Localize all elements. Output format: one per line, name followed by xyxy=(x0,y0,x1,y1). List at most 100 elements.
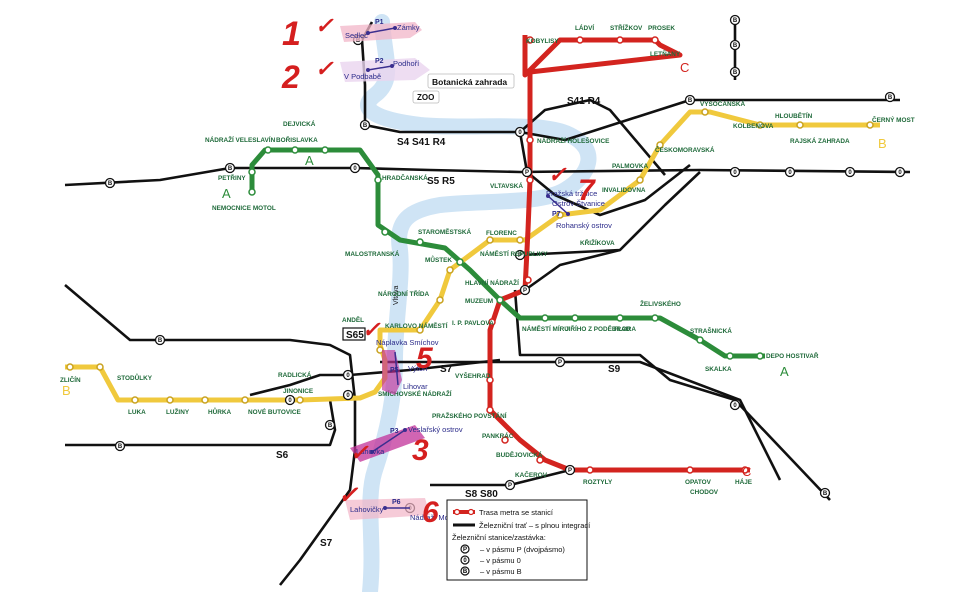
svg-text:P7: P7 xyxy=(552,211,561,218)
svg-text:STAROMĚSTSKÁ: STAROMĚSTSKÁ xyxy=(418,227,472,236)
svg-text:PALMOVKA: PALMOVKA xyxy=(612,163,648,170)
svg-text:0: 0 xyxy=(733,403,737,409)
svg-text:3: 3 xyxy=(412,434,429,467)
rail-holesovice xyxy=(518,131,691,217)
svg-text:Výtoň: Výtoň xyxy=(408,364,427,373)
svg-text:MŮSTEK: MŮSTEK xyxy=(425,254,452,264)
svg-text:A: A xyxy=(222,186,231,201)
svg-text:B: B xyxy=(688,98,693,104)
svg-text:B: B xyxy=(878,136,887,151)
svg-text:B: B xyxy=(118,444,123,450)
svg-text:NÁMĚSTÍ REPUBLIKY: NÁMĚSTÍ REPUBLIKY xyxy=(480,249,548,258)
rail-west-east xyxy=(349,358,501,377)
svg-text:KOBYLISY: KOBYLISY xyxy=(526,38,559,45)
labels-line-b: VYSOČANSKÁ KOLBENOVA HLOUBĚTÍN ČERNÝ MOS… xyxy=(60,99,915,416)
svg-text:0: 0 xyxy=(733,170,737,176)
svg-text:S9: S9 xyxy=(608,364,621,375)
svg-text:S7: S7 xyxy=(440,364,453,375)
svg-text:LUŽINY: LUŽINY xyxy=(166,407,190,416)
svg-text:DEPO HOSTIVAŘ: DEPO HOSTIVAŘ xyxy=(766,351,819,360)
svg-text:NÁDRAŽÍ VELESLAVÍN: NÁDRAŽÍ VELESLAVÍN xyxy=(205,135,276,144)
ferry-p3: P3 Lahovka Veslařský ostrov xyxy=(350,425,463,462)
svg-text:PANKRÁC: PANKRÁC xyxy=(482,431,514,440)
svg-text:KAČEROV: KAČEROV xyxy=(515,470,548,479)
svg-text:ČESKOMORAVSKÁ: ČESKOMORAVSKÁ xyxy=(655,145,715,154)
svg-text:S6: S6 xyxy=(276,450,289,461)
svg-text:SMÍCHOVSKÉ NÁDRAŽÍ: SMÍCHOVSKÉ NÁDRAŽÍ xyxy=(378,389,452,398)
svg-text:0: 0 xyxy=(518,130,522,136)
svg-text:FLORA: FLORA xyxy=(614,326,636,333)
svg-text:P: P xyxy=(518,253,522,259)
svg-text:PRAŽSKÉHO POVSTÁNÍ: PRAŽSKÉHO POVSTÁNÍ xyxy=(432,411,507,420)
svg-text:NÁDRAŽÍ HOLEŠOVICE: NÁDRAŽÍ HOLEŠOVICE xyxy=(537,136,610,145)
svg-text:0: 0 xyxy=(346,373,350,379)
svg-text:B: B xyxy=(228,166,233,172)
svg-text:Lahovičky: Lahovičky xyxy=(350,505,384,514)
svg-text:BOŘISLAVKA: BOŘISLAVKA xyxy=(276,135,318,144)
svg-text:Veslařský ostrov: Veslařský ostrov xyxy=(408,425,463,434)
svg-text:0: 0 xyxy=(353,166,357,172)
svg-text:KARLOVO NÁMĚSTÍ: KARLOVO NÁMĚSTÍ xyxy=(385,321,448,330)
svg-text:B: B xyxy=(733,18,738,24)
botanic-garden-label: Botanická zahrada xyxy=(427,73,515,89)
svg-text:RADLICKÁ: RADLICKÁ xyxy=(278,370,312,379)
svg-text:S5 R5: S5 R5 xyxy=(427,176,455,187)
svg-text:HLAVNÍ NÁDRAŽÍ: HLAVNÍ NÁDRAŽÍ xyxy=(465,278,519,287)
svg-text:HLOUBĚTÍN: HLOUBĚTÍN xyxy=(775,111,813,120)
svg-text:Lahovka: Lahovka xyxy=(356,447,385,456)
svg-text:B: B xyxy=(158,338,163,344)
svg-text:BUDĚJOVICKÁ: BUDĚJOVICKÁ xyxy=(496,450,543,459)
river-label: Vltava xyxy=(393,285,400,305)
svg-text:✓: ✓ xyxy=(315,56,334,81)
svg-text:LUKA: LUKA xyxy=(128,409,146,416)
svg-text:P: P xyxy=(558,360,562,366)
svg-text:STRAŠNICKÁ: STRAŠNICKÁ xyxy=(690,326,732,335)
svg-text:Náplavka Smíchov: Náplavka Smíchov xyxy=(376,338,439,347)
rail-s7-mid xyxy=(380,360,782,481)
svg-text:P: P xyxy=(525,170,529,176)
svg-text:P1: P1 xyxy=(375,19,384,26)
svg-text:S7: S7 xyxy=(320,538,333,549)
svg-text:B: B xyxy=(888,95,893,101)
svg-text:HÁJE: HÁJE xyxy=(735,477,753,486)
line-letters: A A A B B C C xyxy=(62,60,887,479)
ferry-p6: P6 Lahovičky Nádraží Modřany xyxy=(345,498,468,522)
svg-text:✓: ✓ xyxy=(548,162,567,187)
svg-text:KOLBENOVA: KOLBENOVA xyxy=(733,123,774,130)
svg-text:1: 1 xyxy=(282,15,301,53)
svg-text:STŘÍŽKOV: STŘÍŽKOV xyxy=(610,23,643,32)
rail-s8 xyxy=(430,468,571,487)
svg-text:PROSEK: PROSEK xyxy=(648,25,675,32)
ferry-p7: P7 Pražská tržnice Ostrov Štvanice Rohan… xyxy=(546,189,612,230)
svg-text:SKALKA: SKALKA xyxy=(705,366,732,373)
svg-text:ANDĚL: ANDĚL xyxy=(342,315,364,324)
svg-text:DEJVICKÁ: DEJVICKÁ xyxy=(283,119,316,128)
svg-text:ŽELIVSKÉHO: ŽELIVSKÉHO xyxy=(640,299,681,308)
svg-text:B: B xyxy=(823,491,828,497)
ferry-p2: P2 V Podbabě Podhoří xyxy=(340,58,430,82)
svg-text:Podhoří: Podhoří xyxy=(393,59,420,68)
metro-stations-a xyxy=(248,146,764,360)
svg-text:Rohanský ostrov: Rohanský ostrov xyxy=(556,221,612,230)
svg-text:NÁRODNÍ TŘÍDA: NÁRODNÍ TŘÍDA xyxy=(378,289,430,298)
svg-text:NOVÉ BUTOVICE: NOVÉ BUTOVICE xyxy=(248,407,302,416)
rail-s6 xyxy=(65,399,337,447)
svg-text:0: 0 xyxy=(848,170,852,176)
svg-text:CHODOV: CHODOV xyxy=(690,489,719,496)
svg-text:– v pásmu P (dvojpásmo): – v pásmu P (dvojpásmo) xyxy=(480,545,565,554)
svg-text:B: B xyxy=(733,43,738,49)
svg-text:Pražská tržnice: Pražská tržnice xyxy=(546,189,597,198)
svg-text:0: 0 xyxy=(898,170,902,176)
svg-text:VYSOČANSKÁ: VYSOČANSKÁ xyxy=(700,99,745,108)
svg-text:P6: P6 xyxy=(392,499,401,506)
svg-text:KŘIŽÍKOVA: KŘIŽÍKOVA xyxy=(580,238,615,247)
labels-line-a: NÁDRAŽÍ VELESLAVÍN BOŘISLAVKA DEJVICKÁ P… xyxy=(205,119,819,373)
svg-text:HRADČANSKÁ: HRADČANSKÁ xyxy=(382,173,428,182)
svg-text:Železniční stanice/zastávka:: Železniční stanice/zastávka: xyxy=(452,533,546,542)
svg-text:Zámky: Zámky xyxy=(397,23,420,32)
svg-text:C: C xyxy=(680,60,689,75)
legend: Trasa metra se stanicí Železniční trať –… xyxy=(446,499,591,581)
svg-text:B: B xyxy=(733,70,738,76)
svg-text:S65: S65 xyxy=(346,330,364,341)
svg-text:6: 6 xyxy=(422,496,439,529)
